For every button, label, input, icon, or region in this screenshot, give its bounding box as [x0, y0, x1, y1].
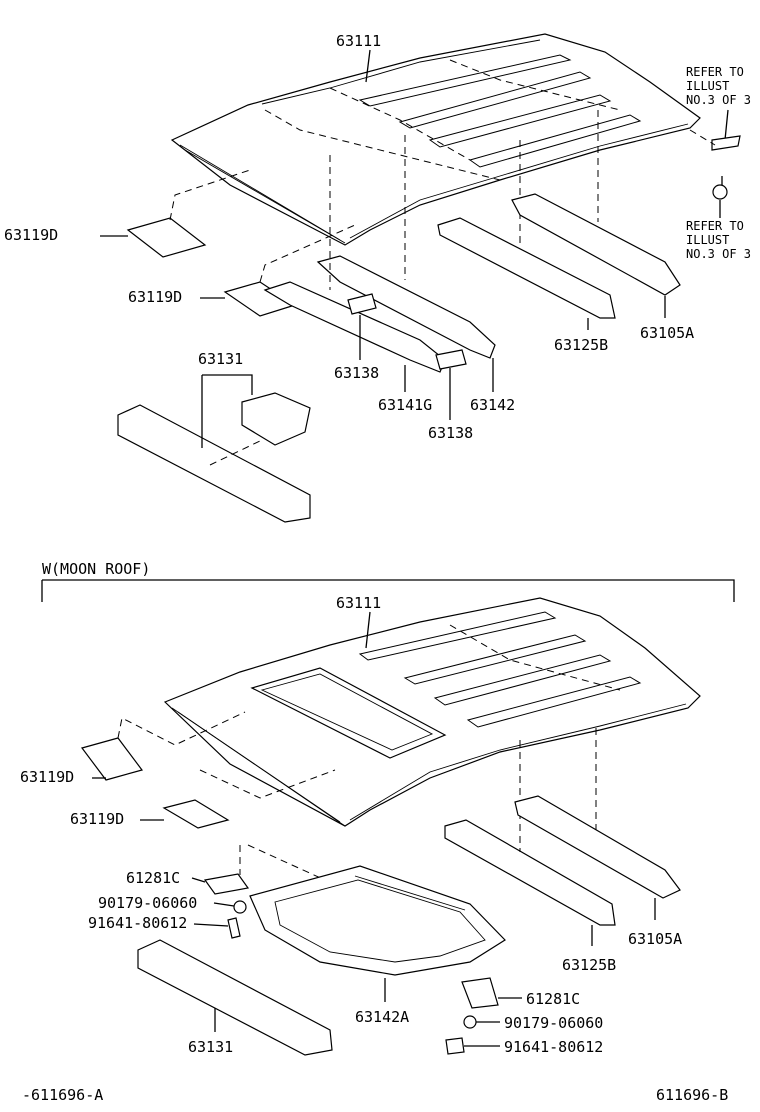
reinforcement-63105A-upper[interactable] [511, 193, 681, 296]
roof-panel-upper[interactable] [170, 33, 701, 246]
front-header-lower[interactable] [137, 939, 333, 1056]
pad-upper-1[interactable] [126, 217, 207, 258]
moonroof-frame[interactable] [249, 865, 506, 976]
refer-note-1-line-2: ILLUST [686, 79, 729, 93]
footer-code-left: -611696-A [22, 1086, 103, 1104]
refer-note-1-line-1: REFER TO [686, 65, 744, 79]
bracket-upper-1[interactable] [347, 293, 377, 315]
reinforcement-63125B-lower[interactable] [444, 819, 616, 926]
label-63111-lower: 63111 [336, 594, 381, 612]
pad-lower-1[interactable] [80, 737, 144, 781]
bracket-upper-2[interactable] [435, 349, 467, 370]
grommet-icon [712, 184, 728, 200]
label-91641-80612-left: 91641-80612 [88, 914, 187, 932]
upper-assembly: 63111 REFER TO ILLUST NO.3 OF 3 REFER TO… [4, 32, 751, 523]
label-90179-06060-left: 90179-06060 [98, 894, 197, 912]
reinforcement-63105A-lower[interactable] [514, 795, 681, 899]
bracket-lower-right[interactable] [461, 977, 499, 1009]
label-63142A: 63142A [355, 1008, 409, 1026]
refer-note-2-line-1: REFER TO [686, 219, 744, 233]
label-61281C-left: 61281C [126, 869, 180, 887]
lower-assembly: 63111 63119D 63119D 61281C 90179-06060 9… [20, 594, 701, 1056]
label-63141G-upper: 63141G [378, 396, 432, 414]
label-63138-upper-2: 63138 [428, 424, 473, 442]
label-63105A-upper: 63105A [640, 324, 694, 342]
bolt-left-icon [227, 917, 241, 939]
label-61281C-right: 61281C [526, 990, 580, 1008]
section-title-moon-roof: W(MOON ROOF) [42, 560, 150, 578]
bracket-lower-left[interactable] [203, 873, 250, 895]
refer-note-2-line-2: ILLUST [686, 233, 729, 247]
label-63142-upper: 63142 [470, 396, 515, 414]
label-63131-upper: 63131 [198, 350, 243, 368]
label-63105A-lower: 63105A [628, 930, 682, 948]
section-bracket [41, 579, 735, 602]
pad-lower-2[interactable] [162, 799, 230, 829]
label-63119D-upper-2: 63119D [128, 288, 182, 306]
moonroof-opening [250, 667, 447, 759]
label-91641-80612-right: 91641-80612 [504, 1038, 603, 1056]
label-63119D-lower-1: 63119D [20, 768, 74, 786]
clip-bracket-upper[interactable] [241, 392, 311, 446]
label-63125B-upper: 63125B [554, 336, 608, 354]
label-63119D-upper-1: 63119D [4, 226, 58, 244]
nut-right-icon [463, 1015, 477, 1029]
refer-note-1: REFER TO ILLUST NO.3 OF 3 [686, 65, 751, 107]
panel-rear-upper[interactable] [316, 255, 496, 359]
footer-code-right: 611696-B [656, 1086, 728, 1104]
refer-note-2: REFER TO ILLUST NO.3 OF 3 [686, 219, 751, 261]
refer-note-1-line-3: NO.3 OF 3 [686, 93, 751, 107]
nut-left-icon [233, 900, 247, 914]
label-63125B-lower: 63125B [562, 956, 616, 974]
label-63131-lower: 63131 [188, 1038, 233, 1056]
reinforcement-63125B-upper[interactable] [437, 217, 616, 319]
label-90179-06060-right: 90179-06060 [504, 1014, 603, 1032]
label-63138-upper-1: 63138 [334, 364, 379, 382]
clip-icon [711, 135, 741, 151]
bolt-right-icon [445, 1037, 465, 1055]
label-63111-upper: 63111 [336, 32, 381, 50]
roof-panel-lower[interactable] [163, 597, 701, 827]
label-63119D-lower-2: 63119D [70, 810, 124, 828]
refer-note-2-line-3: NO.3 OF 3 [686, 247, 751, 261]
